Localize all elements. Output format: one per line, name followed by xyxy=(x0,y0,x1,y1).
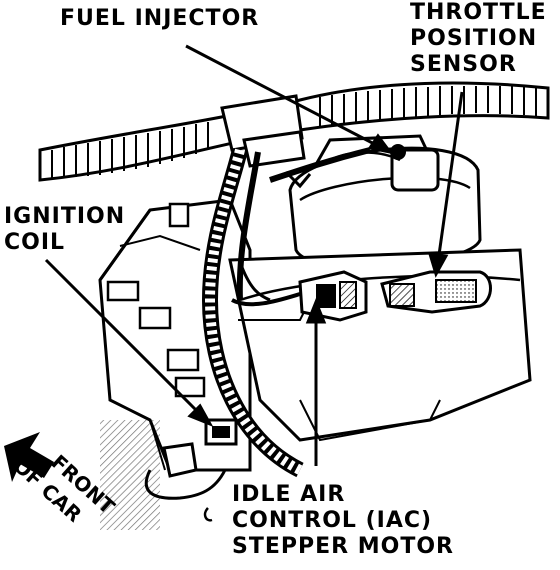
ignition-coil-part xyxy=(144,418,238,522)
fuel-injector-text: FUEL INJECTOR xyxy=(60,6,260,31)
tps-line-1: THROTTLE xyxy=(410,0,547,25)
throttle-body xyxy=(288,134,482,269)
tps-line-3: SENSOR xyxy=(410,52,517,77)
throttle-position-sensor-label: THROTTLE POSITION SENSOR xyxy=(410,0,547,78)
front-direction-arrow-icon xyxy=(4,432,54,482)
tps-line-2: POSITION xyxy=(410,26,538,51)
iac-line-1: IDLE AIR xyxy=(232,482,346,507)
throttle-position-sensor-part xyxy=(380,270,492,314)
wiring-harness xyxy=(201,147,371,478)
ignition-coil-line-2: COIL xyxy=(4,230,66,255)
ignition-coil-label: IGNITION COIL xyxy=(4,204,125,256)
iac-line-2: CONTROL (IAC) xyxy=(232,508,433,533)
iac-motor-part xyxy=(298,270,368,322)
fuel-injector-label: FUEL INJECTOR xyxy=(60,6,259,32)
hose-clamp xyxy=(220,94,306,168)
leader-arrows xyxy=(44,44,464,466)
iac-line-3: STEPPER MOTOR xyxy=(232,534,454,559)
ignition-coil-line-1: IGNITION xyxy=(4,204,126,229)
idle-air-control-label: IDLE AIR CONTROL (IAC) STEPPER MOTOR xyxy=(232,482,454,560)
